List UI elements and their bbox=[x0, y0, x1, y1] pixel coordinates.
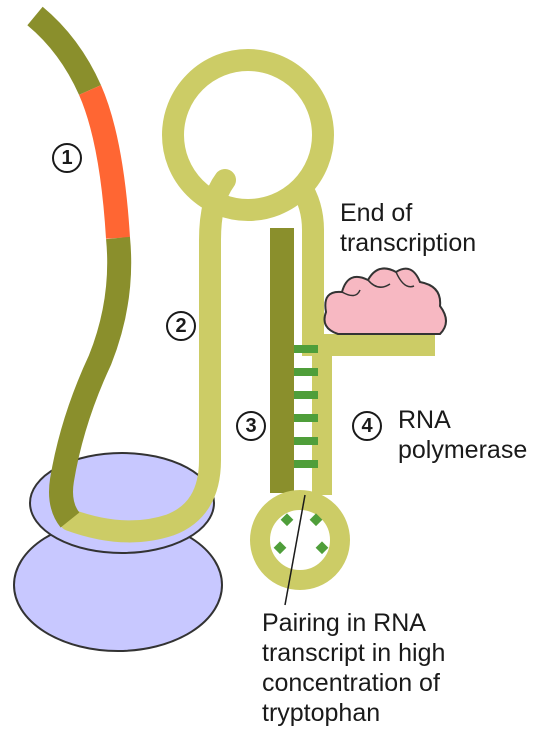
label-line: RNA bbox=[398, 405, 527, 435]
leader-strand-top bbox=[35, 16, 90, 90]
label-line: End of bbox=[340, 198, 476, 228]
rna-polymerase bbox=[325, 268, 447, 334]
label-line: transcript in high bbox=[262, 638, 445, 668]
label-line: transcription bbox=[340, 228, 476, 258]
label-pairing: Pairing in RNA transcript in high concen… bbox=[262, 608, 445, 728]
base-pair bbox=[294, 437, 318, 445]
base-pair bbox=[294, 460, 318, 468]
label-line: concentration of bbox=[262, 668, 445, 698]
pairing-dot bbox=[274, 541, 287, 554]
marker-4: 4 bbox=[352, 411, 382, 441]
base-pair bbox=[294, 345, 318, 353]
base-pair bbox=[294, 414, 318, 422]
leader-peptide-region bbox=[90, 90, 118, 238]
paired-stem-segment bbox=[270, 228, 294, 493]
label-rna-polymerase: RNA polymerase bbox=[398, 405, 527, 465]
pairing-dot bbox=[316, 541, 329, 554]
base-pair bbox=[294, 368, 318, 376]
marker-3: 3 bbox=[236, 411, 266, 441]
label-end-of-transcription: End of transcription bbox=[340, 198, 476, 258]
marker-1: 1 bbox=[52, 143, 82, 173]
label-line: polymerase bbox=[398, 435, 527, 465]
lower-loop bbox=[260, 500, 340, 580]
marker-2: 2 bbox=[166, 311, 196, 341]
label-line: tryptophan bbox=[262, 698, 445, 728]
label-line: Pairing in RNA bbox=[262, 608, 445, 638]
base-pair bbox=[294, 391, 318, 399]
